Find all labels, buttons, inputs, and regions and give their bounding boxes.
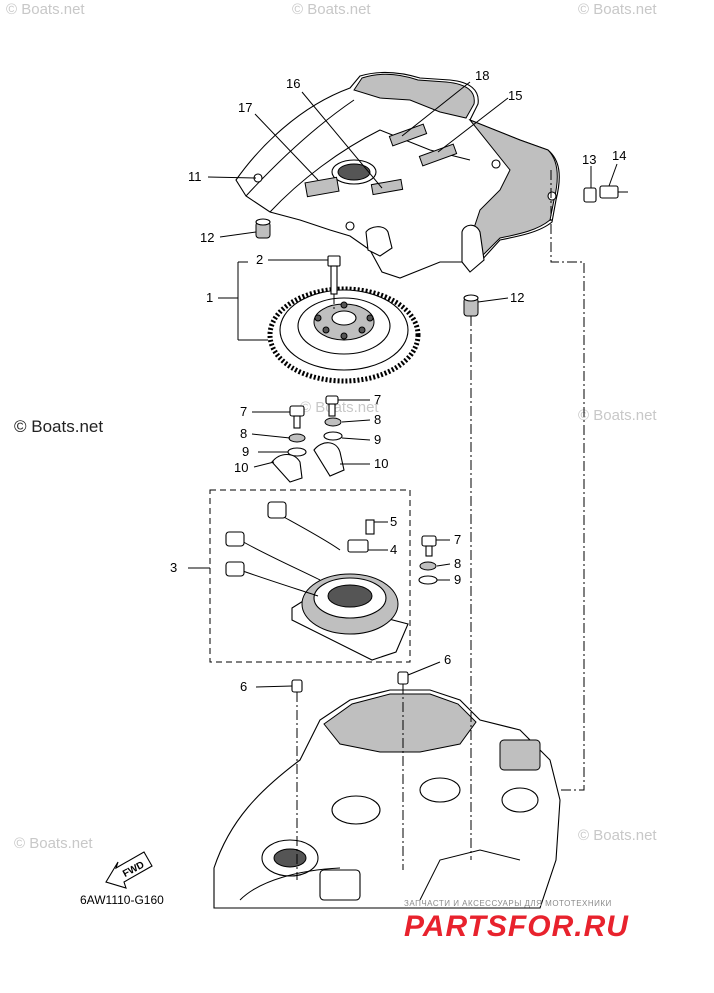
callout-4: 4	[390, 542, 397, 557]
callout-1: 1	[206, 290, 213, 305]
callout-10-left: 10	[234, 460, 248, 475]
stator	[291, 573, 409, 661]
callout-10-right: 10	[374, 456, 388, 471]
callout-numbers: 17 16 18 15 11 13 14 12 12 2 1 7 7 7 8 8…	[170, 68, 626, 694]
stator-leads	[225, 501, 341, 597]
watermark-mid-center: © Boats.net	[300, 399, 379, 416]
watermark-top-center: © Boats.net	[292, 1, 371, 18]
stator-assembly-box	[209, 489, 411, 663]
callout-2: 2	[256, 252, 263, 267]
callout-8-center: 8	[374, 412, 381, 427]
callout-12-right: 12	[510, 290, 524, 305]
clamp-hardware-left	[271, 405, 307, 483]
callout-17: 17	[238, 100, 252, 115]
watermark-top-left: © Boats.net	[6, 1, 85, 18]
callout-18: 18	[475, 68, 489, 83]
watermark-mid-right: © Boats.net	[578, 407, 657, 424]
grommet-left	[255, 218, 271, 239]
callout-7-right: 7	[454, 532, 461, 547]
ad-tagline: ЗАПЧАСТИ И АКСЕССУАРЫ ДЛЯ МОТОТЕХНИКИ	[404, 899, 612, 908]
callout-8-right: 8	[454, 556, 461, 571]
callout-5: 5	[390, 514, 397, 529]
ad-brand: PARTSFOR.RU	[404, 910, 629, 943]
diagram-code: 6AW1110-G160	[80, 893, 164, 907]
callout-6-left: 6	[240, 679, 247, 694]
callout-15: 15	[508, 88, 522, 103]
callout-16: 16	[286, 76, 300, 91]
watermark-bottom-left: © Boats.net	[14, 835, 93, 852]
collar-and-bolt	[583, 185, 628, 203]
callout-7-left: 7	[240, 404, 247, 419]
callout-7-center: 7	[374, 392, 381, 407]
callout-8-left: 8	[240, 426, 247, 441]
watermark-mid-left: © Boats.net	[14, 417, 103, 436]
leader-lines	[188, 81, 618, 688]
phantom-lines	[296, 170, 585, 880]
watermark-bottom-right: © Boats.net	[578, 827, 657, 844]
flywheel-bolt	[327, 255, 341, 295]
stator-hardware-right	[418, 535, 438, 585]
callout-9-center: 9	[374, 432, 381, 447]
engine-block	[213, 689, 561, 909]
callout-9-left: 9	[242, 444, 249, 459]
pulser-coil	[347, 519, 375, 553]
callout-14: 14	[612, 148, 626, 163]
callout-11: 11	[188, 169, 202, 184]
flywheel	[267, 286, 421, 384]
callout-3: 3	[170, 560, 177, 575]
dowel-right	[397, 671, 409, 685]
fwd-arrow-icon: FWD	[105, 851, 153, 889]
watermark-top-right: © Boats.net	[578, 1, 657, 18]
callout-9-right: 9	[454, 572, 461, 587]
dowel-left	[291, 679, 303, 693]
callout-13: 13	[582, 152, 596, 167]
engine-top-cover	[235, 71, 560, 279]
clamp-hardware-right	[313, 395, 345, 477]
callout-12-left: 12	[200, 230, 214, 245]
grommet-right	[463, 294, 479, 317]
callout-6-right: 6	[444, 652, 451, 667]
ad-banner: ЗАПЧАСТИ И АКСЕССУАРЫ ДЛЯ МОТОТЕХНИКИ PA…	[404, 899, 629, 943]
